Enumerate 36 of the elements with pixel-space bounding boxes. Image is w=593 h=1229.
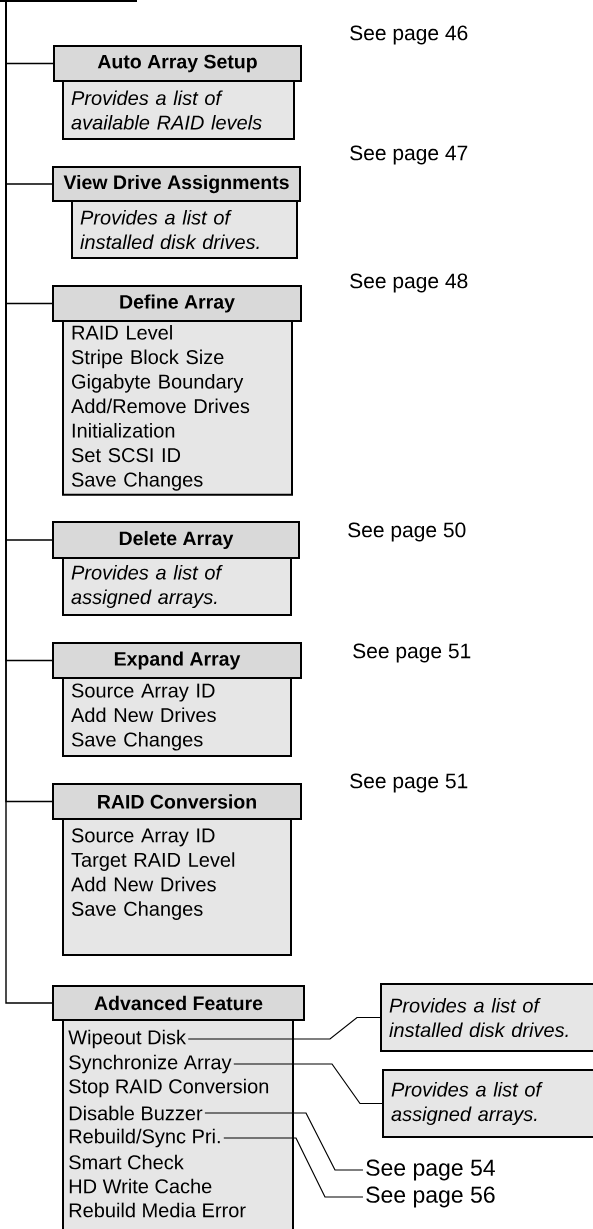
menu-heading-box: Expand Array xyxy=(52,642,302,679)
connector-line xyxy=(5,1,53,1004)
page-reference: See page 48 xyxy=(350,273,468,293)
page-reference: See page 51 xyxy=(350,773,468,793)
page-reference: See page 50 xyxy=(348,522,466,542)
leader-line xyxy=(204,1112,364,1171)
leader-line xyxy=(187,1016,381,1040)
description-box: Provides a list of assigned arrays. xyxy=(62,557,292,616)
leader-line xyxy=(233,1063,383,1105)
option-list-box: Source Array ID Target RAID Level Add New Drives Save Changes xyxy=(62,818,292,956)
menu-heading-box: Advanced Feature xyxy=(52,985,305,1021)
menu-heading-box: Auto Array Setup xyxy=(53,45,302,82)
option-list-box: RAID Level Stripe Block Size Gigabyte Boundary Add/Remove Drives Initialization Set SCSI ID Save Changes xyxy=(62,320,293,496)
page-reference: See page 56 xyxy=(366,1186,495,1208)
note-box: Provides a list of installed disk drives. xyxy=(380,983,593,1052)
menu-heading-box: RAID Conversion xyxy=(52,783,302,820)
menu-option: HD Write Cache xyxy=(69,1178,212,1194)
menu-heading-box: Delete Array xyxy=(52,521,300,559)
menu-option: Disable Buzzer xyxy=(69,1105,203,1121)
description-box: Provides a list of installed disk drives. xyxy=(71,200,298,259)
menu-option: Rebuild Media Error xyxy=(69,1202,246,1218)
menu-option: Synchronize Array xyxy=(69,1054,232,1074)
leader-line xyxy=(223,1137,364,1198)
page-reference: See page 46 xyxy=(350,25,468,45)
note-box: Provides a list of assigned arrays. xyxy=(382,1069,593,1138)
menu-option: Wipeout Disk xyxy=(68,1029,186,1049)
menu-option: Stop RAID Conversion xyxy=(69,1078,269,1098)
menu-option: Smart Check xyxy=(69,1154,184,1170)
menu-heading-box: Define Array xyxy=(52,285,302,322)
description-box: Provides a list of available RAID levels xyxy=(62,80,295,140)
menu-option: Rebuild/Sync Pri. xyxy=(69,1128,220,1148)
page-reference: See page 51 xyxy=(353,643,471,663)
option-list-box: Source Array ID Add New Drives Save Changes xyxy=(62,677,292,757)
page-reference: See page 54 xyxy=(366,1159,495,1181)
menu-heading-box: View Drive Assignments xyxy=(52,166,301,202)
page-reference: See page 47 xyxy=(350,145,468,165)
